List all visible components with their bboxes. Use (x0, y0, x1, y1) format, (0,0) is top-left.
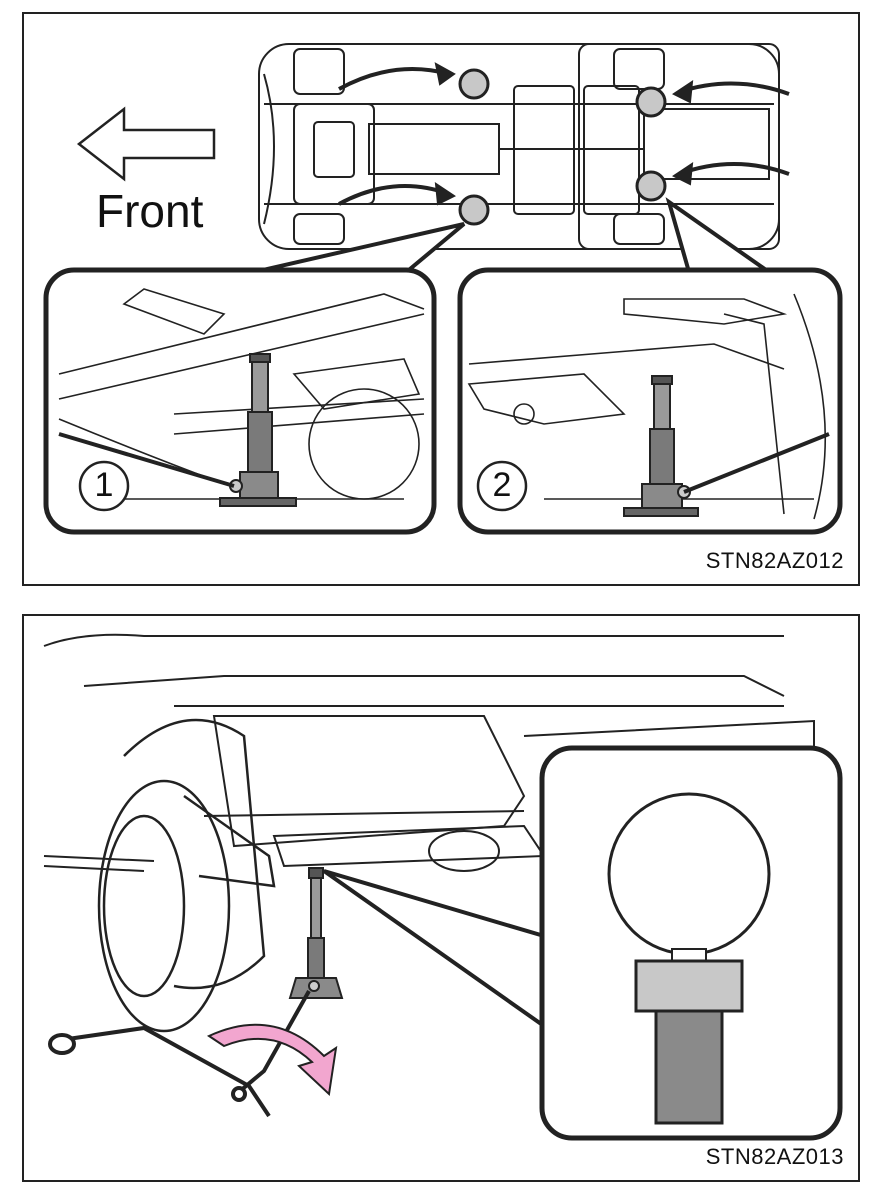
front-arrow-icon (76, 106, 216, 182)
figure-code-bottom: STN82AZ013 (705, 1144, 844, 1169)
jack-handle-tool (48, 990, 311, 1118)
jack-point-rear-left (635, 86, 667, 118)
jack-handle-1 (58, 432, 235, 488)
figure-code-top: STN82AZ012 (705, 548, 844, 573)
jack-point-detail (607, 792, 771, 956)
callout-box-1 (43, 267, 437, 535)
jack-handle-2 (683, 432, 830, 494)
jack-2 (623, 375, 699, 517)
jack-point-rear-right (635, 170, 667, 202)
vehicle-underbody (258, 43, 780, 250)
rear-tire (97, 718, 276, 1033)
rotate-clockwise-arrow-icon (206, 1023, 338, 1097)
jack-points-diagram: Front 1 2 STN82AZ012 (22, 12, 860, 586)
callout-circle-1 (78, 460, 130, 512)
jack-point-markers (458, 68, 667, 226)
lift-point-arrows (338, 62, 790, 206)
jack-point-zoom-box (539, 745, 843, 1141)
callout-box-2 (457, 267, 843, 535)
callout-circle-2 (476, 460, 528, 512)
callout-number-2: 2 (492, 466, 512, 504)
jack-point-front-right (458, 194, 490, 226)
callout-number-1: 1 (94, 466, 114, 504)
vehicle-rear-body (43, 633, 815, 872)
callout-pointers (253, 197, 776, 277)
chassis-illustration (43, 43, 843, 535)
jack-1 (219, 353, 297, 507)
callout-pointer-bottom (322, 869, 546, 1030)
jack-point-front-left (458, 68, 490, 100)
front-label: Front (96, 185, 204, 237)
jack-raising-diagram: STN82AZ013 (22, 614, 860, 1182)
vehicle-rear-illustration (43, 633, 843, 1141)
jack-in-scene (288, 867, 344, 999)
